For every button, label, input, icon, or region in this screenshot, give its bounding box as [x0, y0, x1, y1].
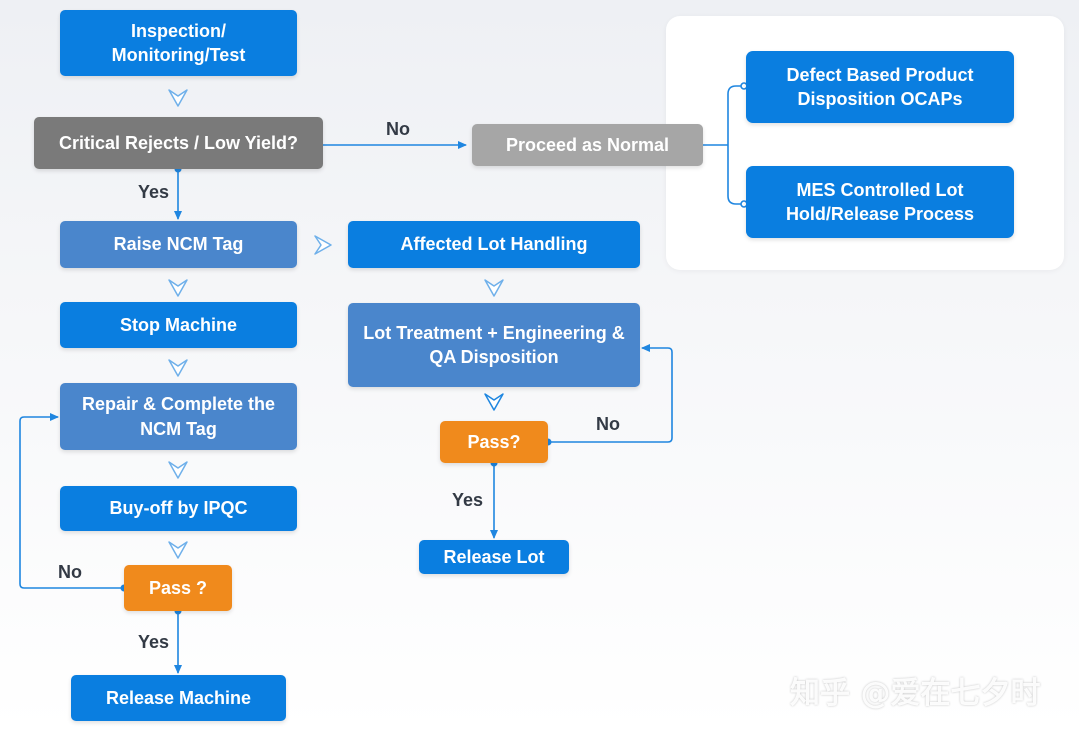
raise-ncm-node: Raise NCM Tag — [60, 221, 297, 268]
affected-lot-node: Affected Lot Handling — [348, 221, 640, 268]
chevron-down-icon — [168, 359, 188, 377]
chevron-down-icon — [168, 541, 188, 559]
label-yes-left: Yes — [138, 632, 170, 652]
chevron-right-icon — [314, 235, 332, 255]
label-no-left: No — [58, 562, 82, 582]
chevron-down-icon — [484, 393, 504, 411]
release-machine-node: Release Machine — [71, 675, 286, 721]
buyoff-node: Buy-off by IPQC — [60, 486, 297, 531]
chevron-down-icon — [168, 89, 188, 107]
critical-rejects-decision: Critical Rejects / Low Yield? — [34, 117, 323, 169]
label-yes-right: Yes — [452, 490, 484, 510]
pass-left-decision: Pass ? — [124, 565, 232, 611]
line-right-no-loop — [548, 344, 673, 443]
chevron-down-icon — [168, 279, 188, 297]
label-yes-ncm: Yes — [138, 182, 170, 202]
mes-controlled-node: MES Controlled Lot Hold/Release Process — [746, 166, 1014, 238]
lot-treatment-node: Lot Treatment + Engineering & QA Disposi… — [348, 303, 640, 387]
inspection-node: Inspection/ Monitoring/Test — [60, 10, 297, 76]
pass-right-decision: Pass? — [440, 421, 548, 463]
label-no-proceed: No — [386, 119, 410, 139]
defect-based-node: Defect Based Product Disposition OCAPs — [746, 51, 1014, 123]
repair-complete-node: Repair & Complete the NCM Tag — [60, 383, 297, 450]
stop-machine-node: Stop Machine — [60, 302, 297, 348]
release-lot-node: Release Lot — [419, 540, 569, 574]
proceed-normal-node: Proceed as Normal — [472, 124, 703, 166]
watermark-text: 知乎 @爱在七夕时 — [790, 676, 1041, 711]
chevron-down-icon — [484, 279, 504, 297]
label-no-right: No — [596, 414, 620, 434]
line-bracket — [727, 85, 744, 205]
line-left-no-loop — [19, 413, 124, 589]
chevron-down-icon — [168, 461, 188, 479]
